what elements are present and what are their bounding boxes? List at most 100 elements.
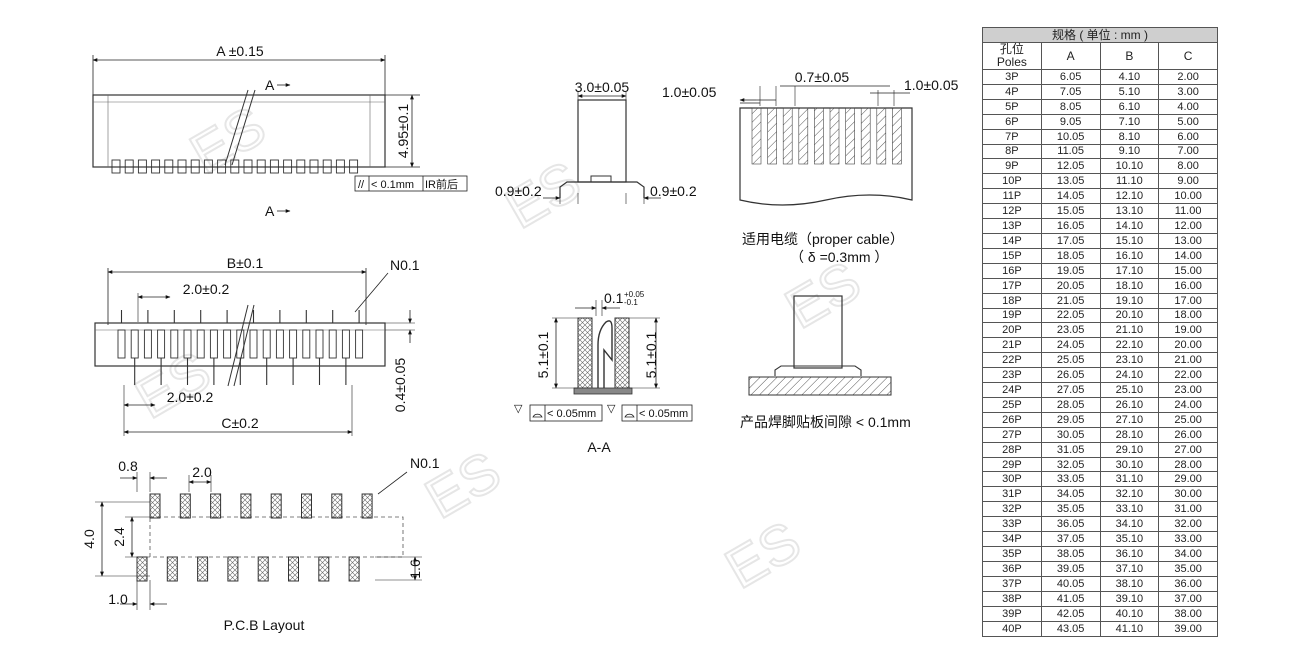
cell-a: 6.05 [1040, 69, 1101, 85]
cell-b: 41.10 [1099, 620, 1160, 638]
cell-a: 38.05 [1040, 546, 1101, 562]
cell-c: 21.00 [1158, 352, 1218, 369]
cell-a: 18.05 [1040, 247, 1101, 264]
cell-poles: 20P [982, 322, 1042, 339]
contact-pin [196, 329, 205, 359]
cell-poles: 17P [982, 277, 1042, 294]
contact-tooth [124, 159, 134, 174]
col-a: A [1040, 42, 1101, 70]
cell-c: 25.00 [1158, 411, 1218, 428]
cell-c: 9.00 [1158, 173, 1218, 190]
cell-a: 23.05 [1040, 322, 1101, 339]
side-left-foot: 0.9±0.2 [495, 183, 542, 199]
contact-tooth [296, 159, 306, 174]
cell-poles: 26P [982, 411, 1042, 428]
gap-caption: 产品焊脚贴板间隙 < 0.1mm [740, 414, 911, 430]
side-width-label: 3.0±0.05 [575, 79, 630, 95]
cable-thickness: （ δ =0.3mm ） [790, 249, 888, 265]
contact-pin [275, 329, 284, 359]
cell-a: 35.05 [1040, 501, 1101, 518]
cell-b: 17.10 [1099, 262, 1160, 279]
contact-pin [209, 329, 218, 359]
cell-b: 8.10 [1099, 128, 1160, 145]
cable-right-label: 1.0±0.05 [904, 77, 959, 93]
cell-a: 8.05 [1040, 98, 1101, 115]
pcb-pad [318, 556, 330, 582]
cell-b: 23.10 [1099, 352, 1160, 369]
profile-icon [624, 413, 635, 418]
cell-c: 7.00 [1158, 143, 1218, 160]
cell-a: 33.05 [1040, 471, 1101, 488]
cell-a: 14.05 [1040, 188, 1101, 205]
cell-a: 36.05 [1040, 516, 1101, 533]
flatness-icon: // [358, 179, 365, 191]
cell-a: 37.05 [1040, 531, 1101, 547]
cell-poles: 23P [982, 367, 1042, 384]
cable-conductor [814, 107, 824, 165]
cell-poles: 37P [982, 575, 1042, 592]
contact-tooth [190, 159, 200, 174]
pcb-dim-2-4: 2.4 [111, 527, 127, 547]
cell-poles: 8P [982, 143, 1042, 160]
pcb-dim-1-6: 1.6 [407, 559, 423, 579]
section-left-height: 5.1±0.1 [535, 331, 551, 378]
cell-poles: 40P [982, 620, 1042, 638]
cell-b: 32.10 [1099, 486, 1160, 503]
cell-c: 34.00 [1158, 546, 1218, 562]
cell-poles: 22P [982, 352, 1042, 369]
cell-c: 35.00 [1158, 560, 1218, 577]
cable-conductor [767, 107, 777, 165]
pcb-dim-2-0: 2.0 [192, 464, 212, 480]
contact-pin [117, 329, 126, 359]
cell-a: 29.05 [1040, 411, 1101, 428]
watermark-logo: ES [715, 508, 811, 600]
cable-conductor [892, 107, 902, 165]
contact-tooth [349, 159, 359, 174]
cell-a: 19.05 [1040, 262, 1101, 279]
cell-b: 13.10 [1099, 203, 1160, 220]
col-poles: 孔位 Poles [982, 42, 1042, 70]
cell-a: 15.05 [1040, 203, 1101, 220]
cell-b: 31.10 [1099, 471, 1160, 488]
pcb-pad [179, 493, 191, 519]
pcb-dim-4-0: 4.0 [81, 529, 97, 549]
dim-b-label: B±0.1 [227, 255, 264, 271]
cell-a: 11.05 [1040, 143, 1101, 160]
cell-b: 9.10 [1099, 143, 1160, 160]
top-view: A ±0.15 4.95±0.1 A A // < 0.1mm IR前后 [92, 43, 468, 219]
cell-a: 10.05 [1040, 128, 1101, 145]
cell-a: 27.05 [1040, 382, 1101, 398]
cell-a: 39.05 [1040, 560, 1101, 577]
pcb-caption: P.C.B Layout [224, 617, 305, 633]
cell-poles: 25P [982, 396, 1042, 413]
col-c: C [1158, 42, 1218, 70]
cell-c: 37.00 [1158, 590, 1218, 607]
flatness-value: < 0.1mm [371, 179, 414, 191]
cell-a: 42.05 [1040, 605, 1101, 622]
gap-view: 产品焊脚贴板间隙 < 0.1mm [740, 295, 911, 430]
chamfer-note: N0.1 [390, 257, 420, 273]
pcb-pad [149, 493, 161, 519]
cell-b: 18.10 [1099, 277, 1160, 294]
cell-poles: 13P [982, 218, 1042, 234]
cell-b: 24.10 [1099, 367, 1160, 384]
cell-b: 35.10 [1099, 531, 1160, 547]
cable-conductor [751, 107, 762, 165]
cell-poles: 4P [982, 83, 1042, 100]
